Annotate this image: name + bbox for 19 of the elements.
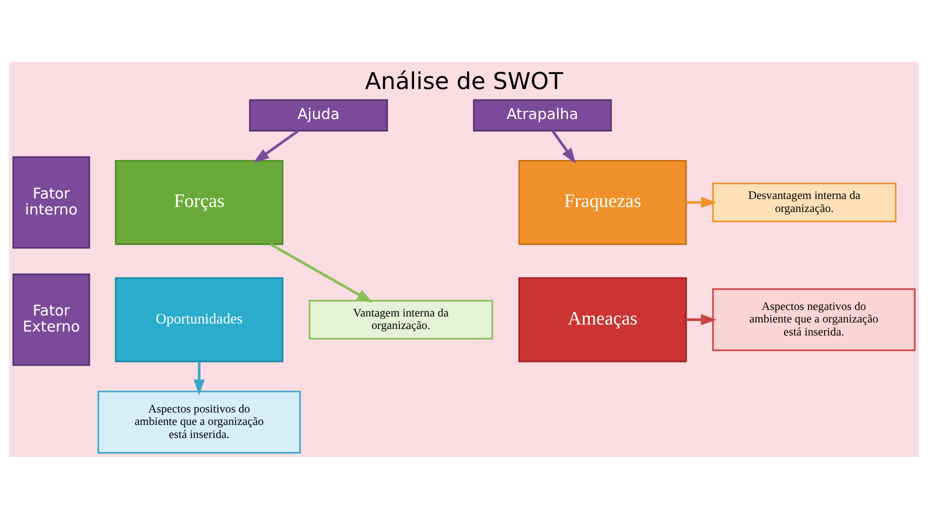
node-box: Desvantagem interna da organização.: [712, 182, 896, 222]
arrow: [270, 242, 373, 302]
node-box: Ajuda: [249, 98, 388, 131]
node-box: Aspectos positivos do ambiente que a organização está inserida.: [98, 390, 301, 454]
arrow: [253, 129, 300, 162]
arrow: [194, 361, 205, 395]
node-box: Aspectos negativos do ambiente que a organização está inserida.: [712, 288, 916, 351]
diagram-title: Análise de SWOT: [364, 68, 564, 95]
node-box: Forças: [114, 159, 284, 244]
node-box: Fator interno: [12, 156, 90, 248]
node-box: Oportunidades: [114, 276, 284, 362]
arrow: [686, 314, 717, 325]
arrow: [552, 130, 576, 164]
node-box: Vantagem interna da organização.: [308, 299, 494, 339]
node-box: Atrapalha: [472, 98, 612, 131]
node-box: Fator Externo: [12, 273, 90, 366]
arrow: [686, 196, 717, 208]
node-box: Fraquezas: [518, 159, 687, 244]
node-box: Ameaças: [518, 276, 687, 362]
